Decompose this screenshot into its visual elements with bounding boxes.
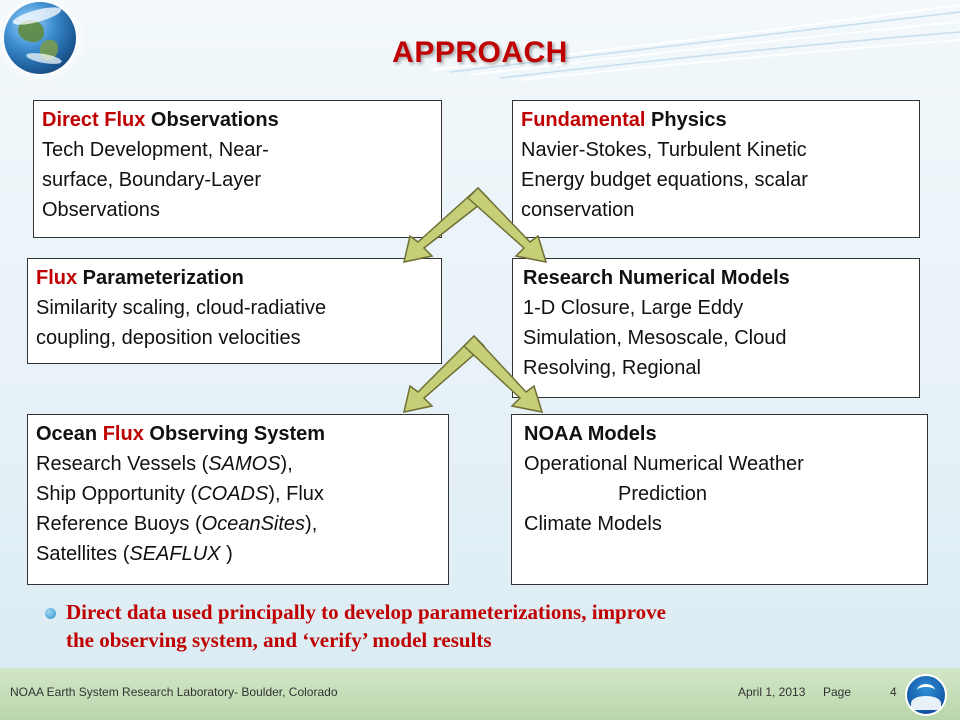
ocean-flux-line-1: Research Vessels (SAMOS),: [36, 453, 293, 475]
footer-page-number: 4: [890, 685, 897, 699]
arrow-to-noaa-models: [462, 334, 544, 413]
research-models-line-2: Simulation, Mesoscale, Cloud: [523, 327, 787, 349]
bullet-icon: [45, 608, 56, 619]
flux-parameterization-line-1: Similarity scaling, cloud-radiative: [36, 297, 327, 319]
direct-flux-observations-box: Direct Flux Observations Tech Developmen…: [33, 100, 442, 238]
noaa-logo-icon: [905, 674, 947, 716]
footer-date: April 1, 2013: [738, 685, 806, 699]
summary-bullet: Direct data used principally to develop …: [66, 598, 936, 654]
research-numerical-models-box: Research Numerical Models 1-D Closure, L…: [512, 258, 920, 398]
direct-flux-line-3: Observations: [42, 199, 160, 221]
fundamental-physics-line-3: conservation: [521, 199, 635, 221]
fundamental-physics-line-1: Navier-Stokes, Turbulent Kinetic: [521, 139, 807, 161]
flux-parameterization-heading: Flux Parameterization: [36, 267, 244, 289]
noaa-models-line-3: Climate Models: [524, 513, 662, 535]
research-models-line-1: 1-D Closure, Large Eddy: [523, 297, 744, 319]
summary-bullet-line-1: Direct data used principally to develop …: [66, 600, 666, 624]
slide-title: APPROACH: [392, 36, 568, 69]
ocean-flux-line-4: Satellites (SEAFLUX ): [36, 543, 233, 565]
earth-globe-icon: [4, 2, 76, 74]
fundamental-physics-box: Fundamental Physics Navier-Stokes, Turbu…: [512, 100, 920, 238]
research-models-line-3: Resolving, Regional: [523, 357, 701, 379]
ocean-flux-line-2: Ship Opportunity (COADS), Flux: [36, 483, 324, 505]
footer-page-label: Page: [823, 685, 852, 699]
noaa-models-box: NOAA Models Operational Numerical Weathe…: [511, 414, 928, 585]
ocean-flux-heading: Ocean Flux Observing System: [36, 423, 326, 445]
ocean-flux-line-3: Reference Buoys (OceanSites),: [36, 513, 318, 535]
slide-footer: NOAA Earth System Research Laboratory- B…: [0, 668, 960, 720]
footer-organization: NOAA Earth System Research Laboratory- B…: [10, 685, 338, 699]
fundamental-physics-line-2: Energy budget equations, scalar: [521, 169, 808, 191]
fundamental-physics-heading: Fundamental Physics: [521, 109, 727, 131]
flux-parameterization-line-2: coupling, deposition velocities: [36, 327, 301, 349]
noaa-models-line-2: Prediction: [618, 483, 707, 505]
summary-bullet-line-2: the observing system, and ‘verify’ model…: [66, 628, 492, 652]
decorative-swoosh: [429, 4, 960, 81]
direct-flux-line-1: Tech Development, Near-: [42, 139, 269, 161]
noaa-models-line-1: Operational Numerical Weather: [524, 453, 804, 475]
research-models-heading: Research Numerical Models: [523, 267, 790, 289]
ocean-flux-observing-system-box: Ocean Flux Observing System Research Ves…: [27, 414, 449, 585]
arrow-to-research-models: [466, 186, 548, 263]
direct-flux-heading: Direct Flux Observations: [42, 109, 279, 131]
direct-flux-line-2: surface, Boundary-Layer: [42, 169, 262, 191]
noaa-models-heading: NOAA Models: [524, 423, 657, 445]
flux-parameterization-box: Flux Parameterization Similarity scaling…: [27, 258, 442, 364]
